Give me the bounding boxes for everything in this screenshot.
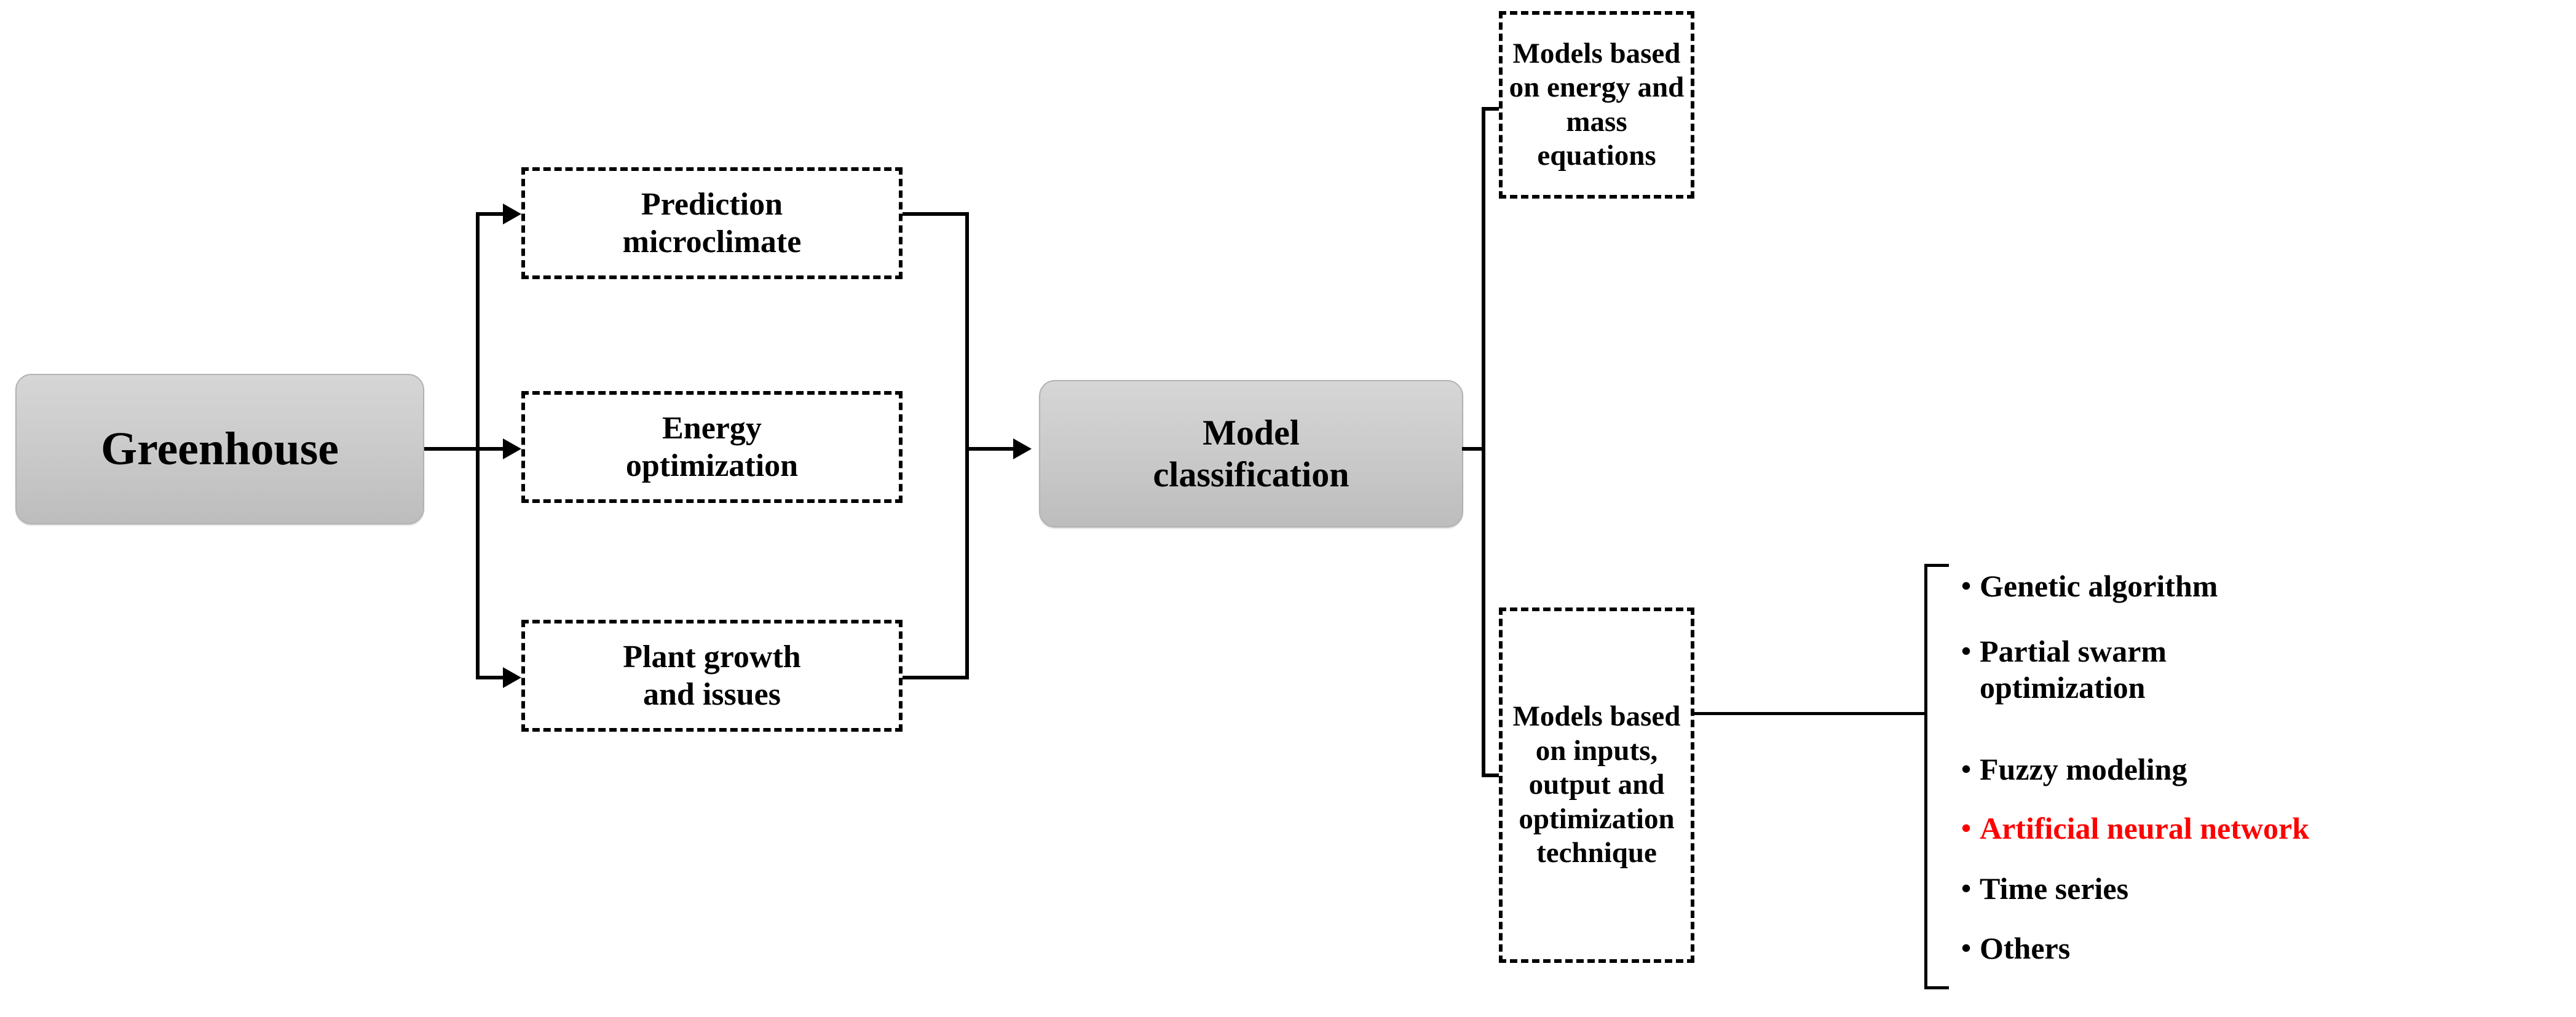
bullet-icon: • (1961, 873, 1972, 904)
connector-right-split-bus (1482, 107, 1485, 777)
node-models-inputs-output[interactable]: Models based on inputs, output and optim… (1499, 607, 1694, 963)
node-energy-optimization-label: Energy optimization (625, 410, 799, 483)
node-model-classification[interactable]: Model classification (1039, 380, 1463, 528)
bracket-spine (1924, 564, 1927, 989)
list-item-label: Time series (1980, 871, 2129, 906)
connector-box-to-bracket (1694, 712, 1927, 715)
list-item-highlighted[interactable]: • Artificial neural network (1961, 810, 2309, 847)
node-greenhouse-label: Greenhouse (100, 422, 339, 475)
list-item-label: Artificial neural network (1980, 811, 2310, 845)
list-item[interactable]: • Genetic algorithm (1961, 568, 2218, 604)
node-energy-optimization[interactable]: Energy optimization (521, 391, 903, 503)
node-models-energy-mass-label: Models based on energy and mass equation… (1509, 37, 1685, 172)
connector-to-energy (476, 447, 514, 451)
arrow-to-plant-growth (503, 667, 521, 688)
list-bracket (1924, 564, 1950, 989)
list-item-label: Fuzzy modeling (1980, 752, 2187, 786)
node-models-energy-mass[interactable]: Models based on energy and mass equation… (1499, 11, 1694, 199)
node-prediction-microclimate-label: Prediction microclimate (622, 186, 802, 259)
connector-to-models-inputs-output (1482, 774, 1514, 777)
node-plant-growth-label: Plant growth and issues (623, 639, 801, 712)
list-item[interactable]: • Partial swarm optimization (1961, 633, 2167, 705)
node-models-inputs-output-label: Models based on inputs, output and optim… (1512, 700, 1681, 869)
list-item-label: Others (1980, 931, 2071, 965)
node-model-classification-label: Model classification (1153, 412, 1349, 494)
arrow-to-energy (503, 438, 521, 459)
list-item[interactable]: • Fuzzy modeling (1961, 751, 2187, 788)
list-item-label: Genetic algorithm (1980, 569, 2218, 603)
node-prediction-microclimate[interactable]: Prediction microclimate (521, 167, 903, 279)
connector-to-prediction (476, 212, 514, 216)
node-plant-growth[interactable]: Plant growth and issues (521, 620, 903, 732)
list-item[interactable]: • Others (1961, 930, 2070, 967)
technique-list: • Genetic algorithm • Partial swarm opti… (1961, 553, 2570, 990)
list-item[interactable]: • Time series (1961, 871, 2128, 907)
connector-left-split-bus (476, 212, 480, 679)
connector-to-models-energy-mass (1482, 107, 1514, 111)
connector-plant-growth-out (903, 676, 969, 679)
connector-model-out-stem (1462, 447, 1485, 451)
bracket-tick-bottom (1924, 986, 1949, 989)
connector-to-plant-growth (476, 676, 514, 679)
bullet-icon: • (1961, 753, 1972, 785)
bullet-icon: • (1961, 635, 1972, 667)
bullet-icon: • (1961, 570, 1972, 601)
arrow-to-prediction (503, 204, 521, 224)
arrow-to-model-classification (1013, 438, 1032, 459)
connector-greenhouse-stem (424, 447, 480, 451)
node-greenhouse[interactable]: Greenhouse (15, 374, 424, 524)
bullet-icon: • (1961, 932, 1972, 964)
bullet-icon: • (1961, 812, 1972, 844)
bracket-tick-top (1924, 564, 1949, 567)
connector-prediction-out (903, 212, 969, 216)
connector-merge-to-model (965, 447, 1022, 451)
connector-merge-bus (965, 212, 969, 679)
list-item-label: Partial swarm optimization (1980, 634, 2167, 705)
